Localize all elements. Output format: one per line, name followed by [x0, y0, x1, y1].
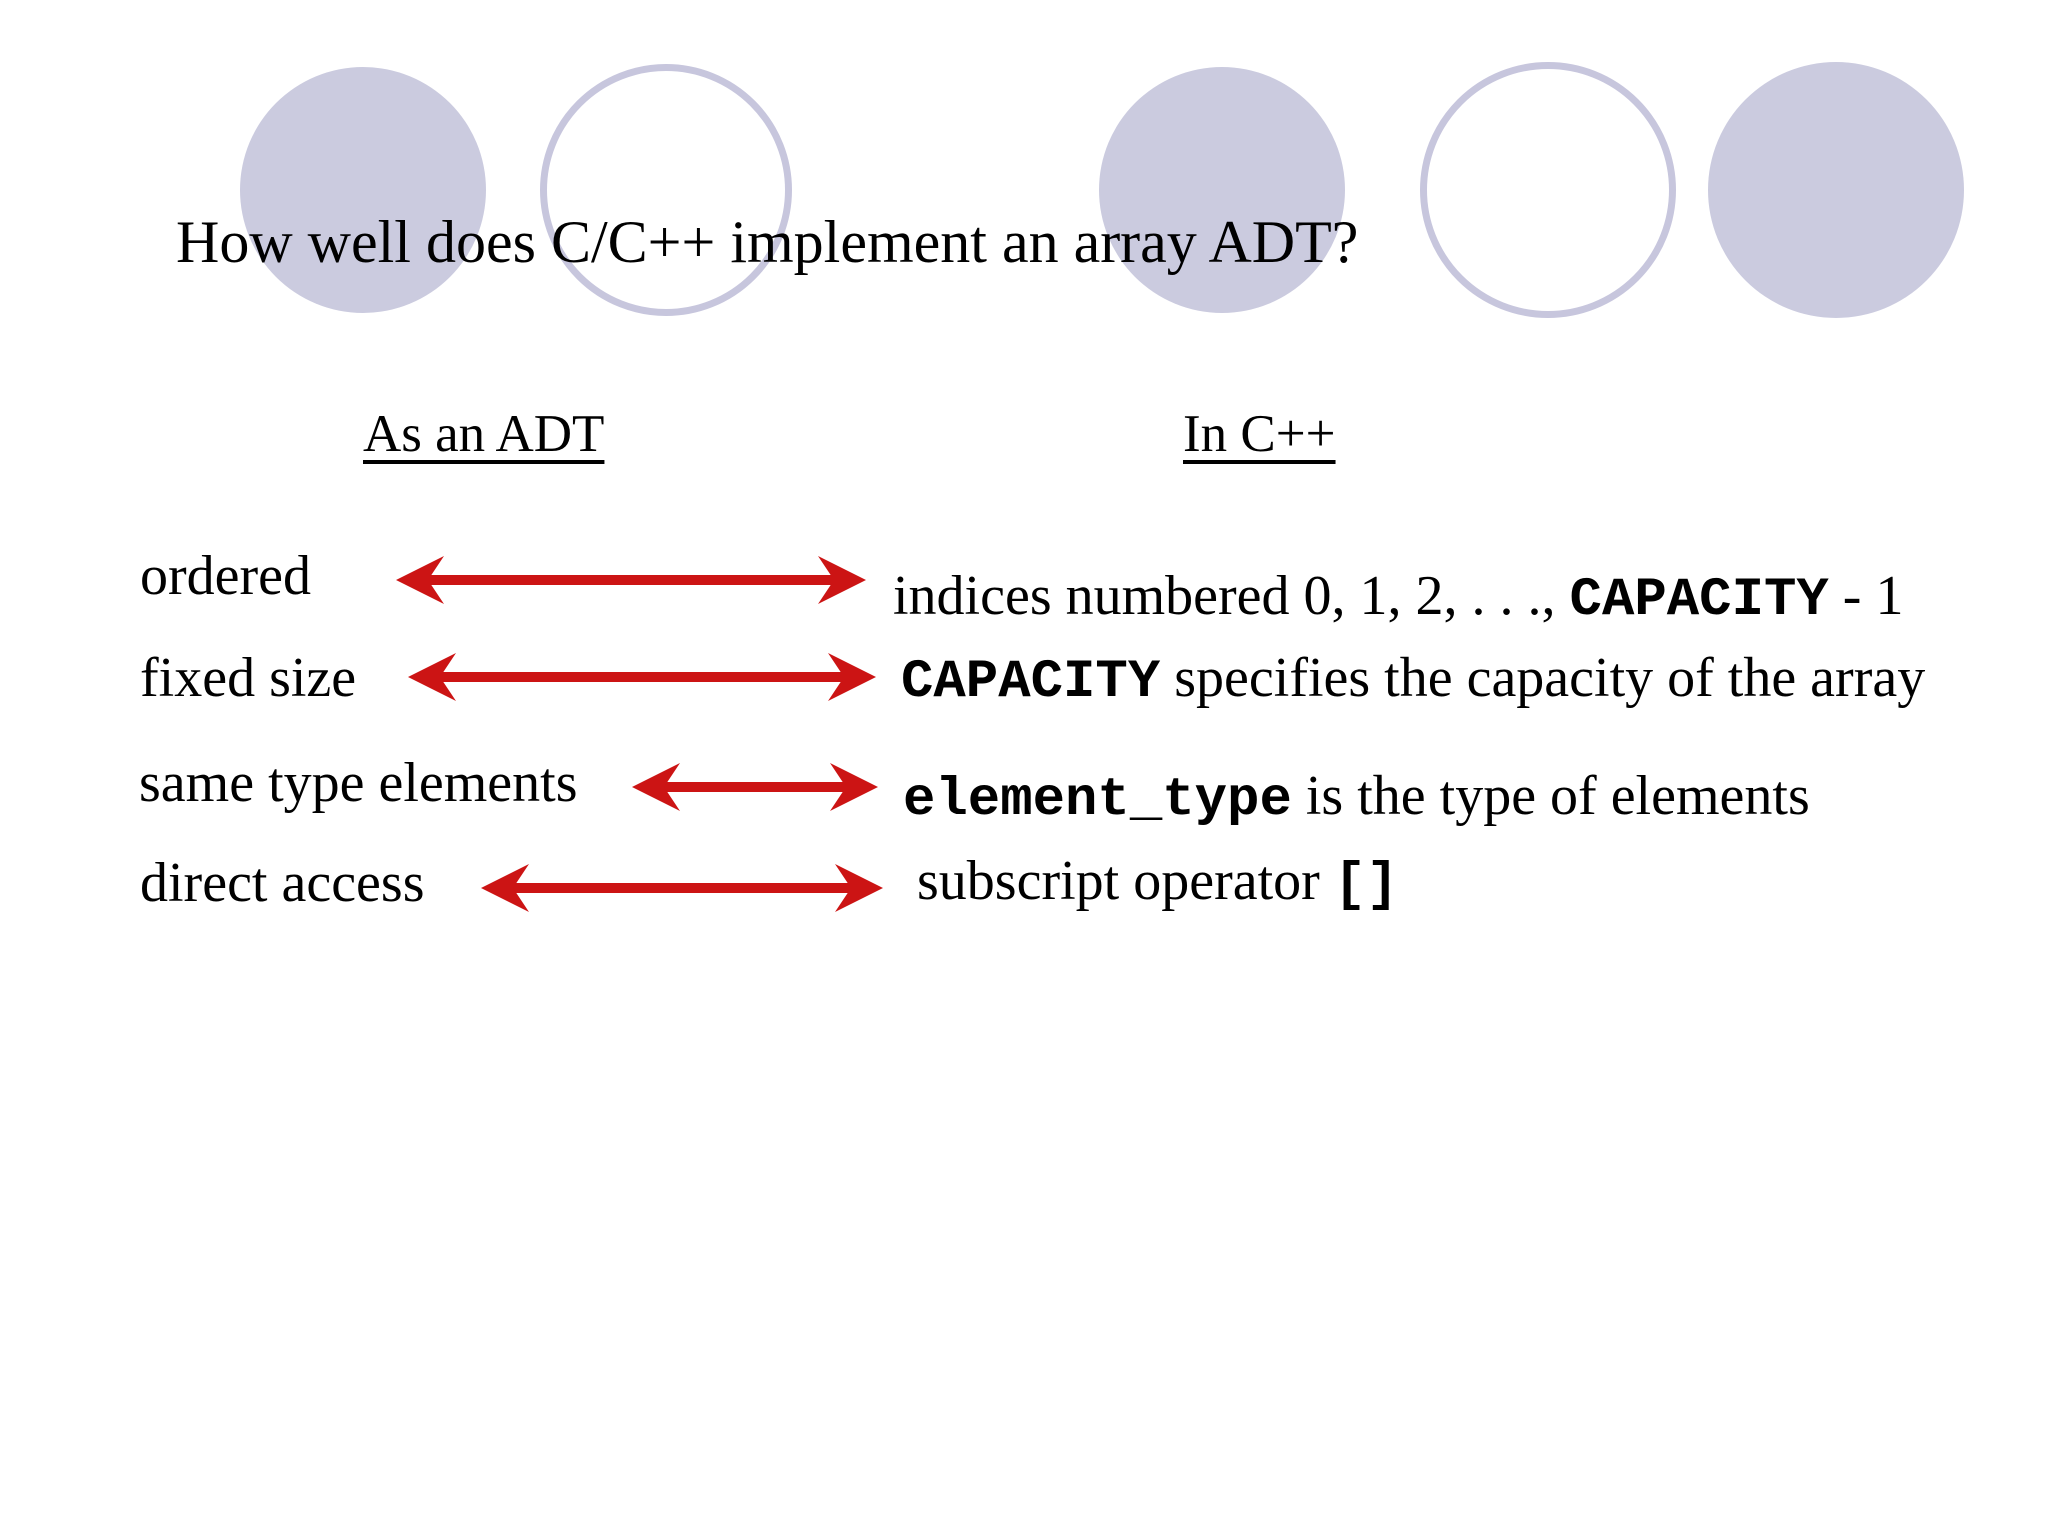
detail-text-post: specifies the capacity of the array [1160, 647, 1926, 709]
cpp-detail-subscript: subscript operator [] [917, 853, 1399, 913]
cpp-detail-element-type: element_type is the type of elements [903, 768, 1810, 828]
code-element-type: element_type [903, 770, 1292, 831]
decorative-circle-outlined-1 [540, 64, 792, 316]
decorative-circle-filled-1 [240, 67, 486, 313]
adt-property-ordered: ordered [140, 545, 312, 607]
cpp-detail-indices: indices numbered 0, 1, 2, . . ., CAPACIT… [893, 568, 1903, 628]
cpp-detail-capacity: CAPACITY specifies the capacity of the a… [901, 650, 1925, 710]
decorative-circle-filled-3 [1708, 62, 1964, 318]
decorative-circle-filled-2 [1099, 67, 1345, 313]
double-arrow-icon-row2 [408, 653, 876, 701]
code-subscript-brackets: [] [1333, 855, 1399, 916]
adt-property-direct-access: direct access [140, 852, 425, 914]
double-arrow-icon-row4 [481, 864, 883, 912]
detail-text-pre: indices numbered 0, 1, 2, . . ., [893, 565, 1570, 627]
detail-text-pre: subscript operator [917, 850, 1334, 912]
detail-text-post: - 1 [1828, 565, 1904, 627]
code-capacity: CAPACITY [1569, 570, 1829, 631]
column-header-cpp: In C++ [1183, 405, 1336, 463]
double-arrow-icon-row1 [396, 556, 866, 604]
double-arrow-icon-row3 [632, 763, 878, 811]
code-capacity: CAPACITY [901, 652, 1161, 713]
adt-property-fixed-size: fixed size [140, 647, 357, 709]
slide-title: How well does C/C++ implement an array A… [176, 209, 1359, 275]
column-header-adt: As an ADT [363, 405, 605, 463]
decorative-circle-outlined-2 [1420, 62, 1676, 318]
detail-text-post: is the type of elements [1291, 765, 1810, 827]
adt-property-same-type: same type elements [139, 752, 578, 814]
